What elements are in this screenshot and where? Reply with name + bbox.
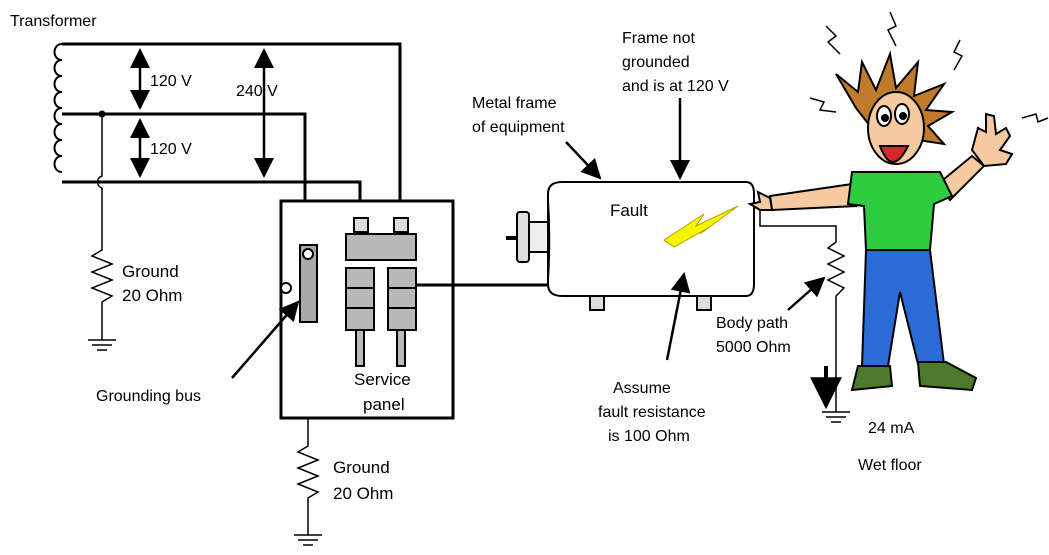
shocked-person bbox=[747, 11, 1049, 392]
body-path-label-1: Body path bbox=[716, 315, 788, 332]
metal-frame-label-1: Metal frame bbox=[472, 95, 557, 112]
transformer-label: Transformer bbox=[10, 13, 97, 30]
assume-label-3: is 100 Ohm bbox=[608, 428, 690, 445]
voltage-arrows bbox=[130, 48, 274, 178]
grounding-bus-arrow bbox=[231, 300, 300, 379]
current-label: 24 mA bbox=[868, 420, 915, 437]
panel-breakers bbox=[345, 217, 417, 367]
voltage-total-label: 240 V bbox=[236, 83, 278, 100]
voltage-lower-label: 120 V bbox=[150, 141, 192, 158]
body-path-resistor bbox=[759, 200, 850, 423]
grounding-bus-label: Grounding bus bbox=[96, 388, 201, 405]
transformer-coil bbox=[53, 43, 63, 173]
voltage-upper-label: 120 V bbox=[150, 73, 192, 90]
service-panel-label-2: panel bbox=[363, 395, 405, 414]
wet-floor-label: Wet floor bbox=[858, 457, 922, 474]
frame-note-label-2: grounded bbox=[622, 54, 690, 71]
assume-label-1: Assume bbox=[613, 380, 671, 397]
service-panel-label-1: Service bbox=[354, 370, 411, 389]
body-path-arrow bbox=[787, 276, 826, 311]
fault-label: Fault bbox=[610, 201, 648, 220]
frame-note-label-1: Frame not bbox=[622, 30, 695, 47]
grounding-bus-bar bbox=[280, 244, 318, 323]
fault-lightning-bolt bbox=[663, 205, 739, 248]
bottom-ground-resistor bbox=[294, 418, 322, 546]
bottom-ground-label-1: Ground bbox=[333, 458, 390, 477]
metal-frame-arrow bbox=[565, 141, 602, 180]
left-ground-label-1: Ground bbox=[122, 262, 179, 281]
left-ground-resistor bbox=[88, 240, 116, 351]
fault-resistance-arrow bbox=[665, 272, 691, 361]
body-path-label-2: 5000 Ohm bbox=[716, 339, 791, 356]
neutral-ground-wire bbox=[96, 114, 103, 240]
motor-frame bbox=[506, 181, 755, 311]
frame-note-label-3: and is at 120 V bbox=[622, 78, 729, 95]
assume-label-2: fault resistance bbox=[598, 404, 706, 421]
metal-frame-label-2: of equipment bbox=[472, 119, 565, 136]
bottom-ground-label-2: 20 Ohm bbox=[333, 484, 393, 503]
left-ground-label-2: 20 Ohm bbox=[122, 286, 182, 305]
